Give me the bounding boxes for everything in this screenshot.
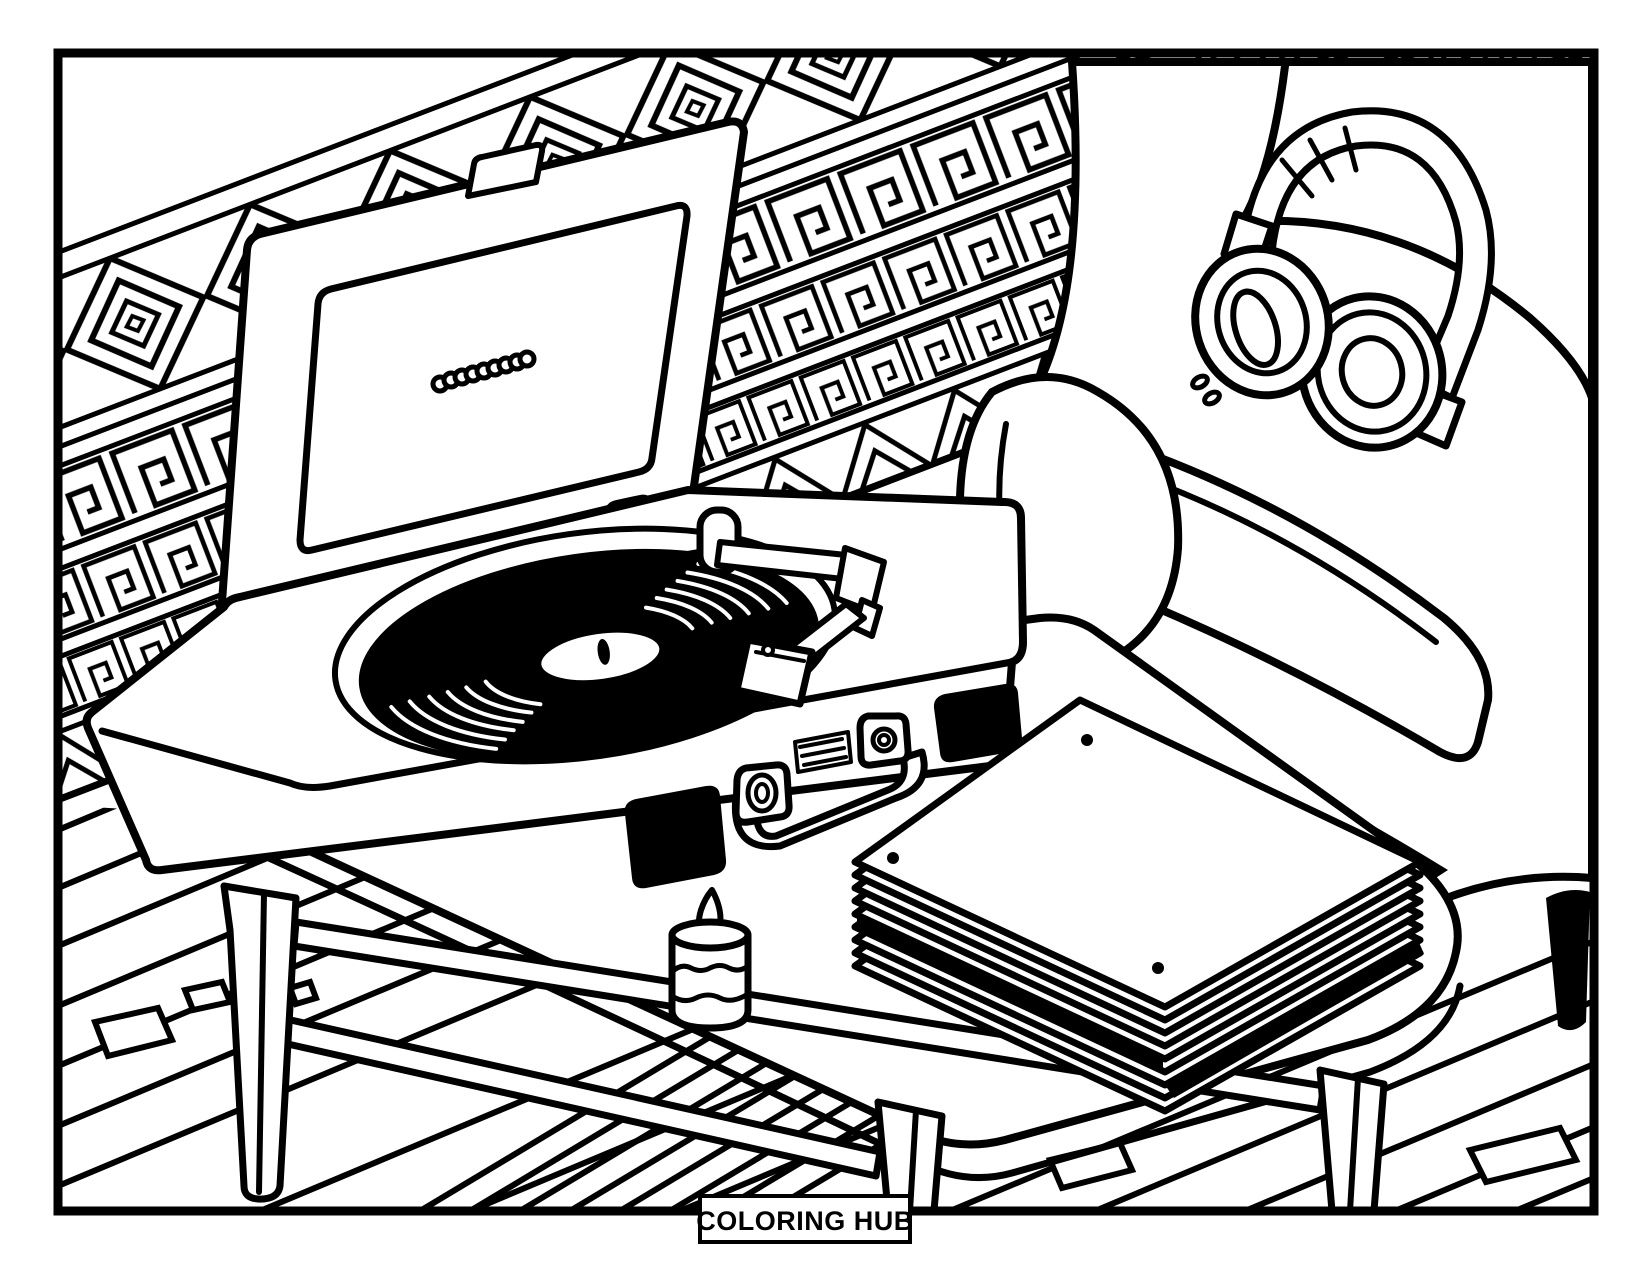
candle bbox=[668, 887, 752, 1032]
headband bbox=[1239, 107, 1495, 402]
suitcase-turntable-lid bbox=[217, 117, 748, 644]
tonearm bbox=[696, 506, 887, 708]
ear-cup-left bbox=[1191, 244, 1333, 400]
table-edge-thickness bbox=[914, 982, 1464, 1181]
speaker-grille-right bbox=[933, 683, 1023, 763]
cartridge-hole bbox=[761, 643, 775, 657]
sleeve-hole bbox=[1081, 734, 1093, 746]
headband-pad-line bbox=[1307, 137, 1335, 183]
ear-cup-button bbox=[1202, 389, 1222, 407]
headphones bbox=[1190, 107, 1495, 452]
headband-pad-line bbox=[1342, 125, 1359, 173]
stack-dark-edge bbox=[857, 914, 1163, 1072]
table-leg-center bbox=[874, 1098, 946, 1211]
record-groove-shine bbox=[389, 561, 789, 751]
armchair-leg bbox=[1546, 890, 1590, 1031]
lid-inner-panel bbox=[296, 202, 691, 554]
spindle-hole bbox=[597, 639, 610, 665]
armchair-right-armrest bbox=[1236, 216, 1594, 402]
candle-body bbox=[668, 931, 752, 1032]
handle-mount-ring bbox=[754, 782, 770, 804]
badge-box bbox=[698, 1194, 912, 1244]
vent-line bbox=[800, 746, 846, 758]
vinyl-record bbox=[358, 548, 820, 762]
ear-cup-right bbox=[1297, 292, 1447, 452]
sleeve-hole bbox=[887, 852, 899, 864]
speaker-grille-left bbox=[624, 785, 727, 889]
vinyl-sleeve-stack bbox=[855, 700, 1424, 1111]
cartridge bbox=[733, 636, 816, 708]
candle-top bbox=[668, 918, 752, 952]
brand-badge: COLORING HUB bbox=[696, 1194, 914, 1244]
carry-handle bbox=[731, 712, 928, 851]
stylus bbox=[734, 690, 752, 702]
badge-label: COLORING HUB bbox=[696, 1206, 914, 1236]
suitcase-turntable-base bbox=[82, 486, 1027, 889]
candle-wax-line bbox=[669, 963, 751, 975]
stack-dark-edge bbox=[1165, 940, 1424, 1098]
table-leg-left-edge bbox=[256, 890, 267, 1195]
headband-pad-line bbox=[1279, 157, 1315, 199]
vent-line bbox=[798, 737, 844, 749]
table-leg-right-edge bbox=[1347, 1075, 1361, 1211]
base-back-rim bbox=[236, 486, 1006, 601]
lid-chain-ornament bbox=[430, 349, 537, 394]
vent-line bbox=[802, 755, 848, 767]
candle-wax-line bbox=[669, 991, 751, 1004]
ear-cup-button bbox=[1190, 373, 1210, 391]
sleeve-hole bbox=[1152, 962, 1164, 974]
diamond-band bbox=[58, 53, 1594, 567]
base-front-rim bbox=[98, 658, 1016, 791]
lid-latch bbox=[465, 141, 546, 199]
handle-mount-spiral bbox=[877, 733, 891, 747]
